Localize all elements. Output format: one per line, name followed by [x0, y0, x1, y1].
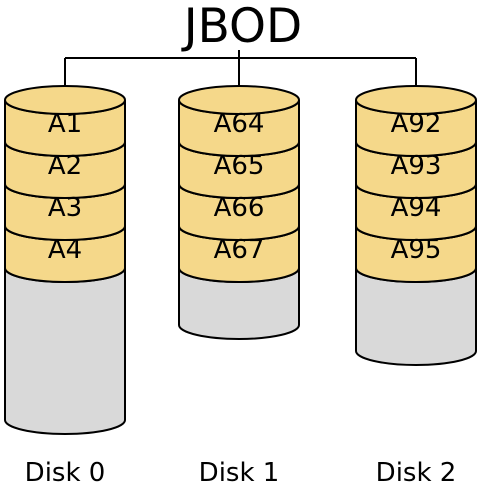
block-label: A1	[48, 109, 82, 139]
disk-label: Disk 1	[199, 458, 280, 488]
disk-label: Disk 0	[25, 458, 106, 488]
data-block-top	[4, 85, 126, 115]
disk-empty-space	[4, 267, 126, 435]
diagram-title: JBOD	[181, 0, 302, 54]
block-label: A4	[48, 235, 82, 265]
disk-label: Disk 2	[376, 458, 457, 488]
block-label: A66	[214, 193, 265, 223]
block-label: A95	[391, 235, 442, 265]
data-block-top	[178, 85, 300, 115]
block-label: A3	[48, 193, 82, 223]
block-label: A2	[48, 151, 82, 181]
block-label: A92	[391, 109, 442, 139]
block-label: A64	[214, 109, 265, 139]
block-label: A67	[214, 235, 265, 265]
block-label: A94	[391, 193, 442, 223]
block-label: A65	[214, 151, 265, 181]
block-label: A93	[391, 151, 442, 181]
data-block-top	[355, 85, 477, 115]
